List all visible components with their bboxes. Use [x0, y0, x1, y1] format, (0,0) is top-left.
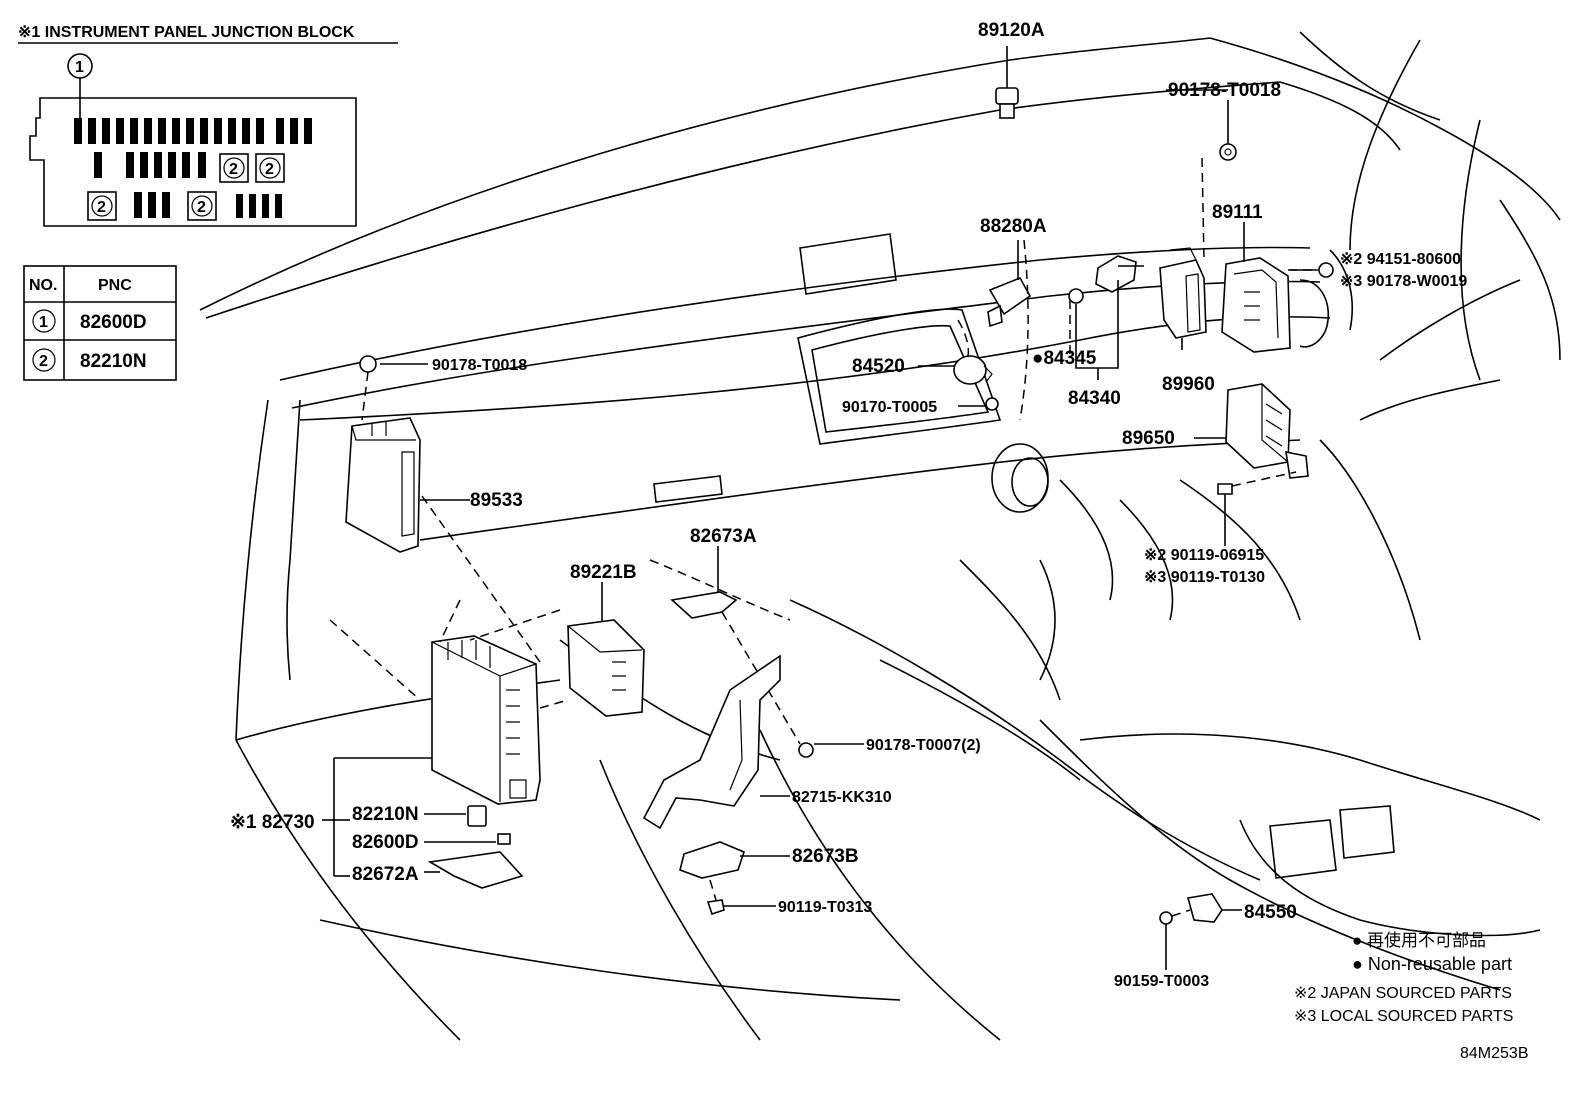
part-82600D-fuse: [497, 833, 511, 845]
pnc-row-2-pnc: 82210N: [80, 351, 147, 372]
label-84520: 84520: [852, 356, 905, 377]
label-89120A: 89120A: [978, 20, 1045, 41]
label-89111: 89111: [1212, 202, 1263, 223]
legend-nonreusable-jp: ● 再使用不可部品: [1352, 930, 1486, 950]
label-89960: 89960: [1162, 374, 1215, 395]
part-90170-T0005-nut: [985, 397, 999, 411]
label-90170-T0005: 90170-T0005: [842, 399, 937, 416]
fuse-slot-2d: [187, 191, 217, 221]
junction-block-inset: ※1 INSTRUMENT PANEL JUNCTION BLOCK 1: [18, 24, 398, 227]
part-88280A-sensor: [987, 240, 1032, 328]
label-90119-T0313: 90119-T0313: [778, 899, 872, 916]
part-89221B-ecu: [567, 582, 645, 717]
pnc-table: NO. PNC 1 82600D 2 82210N: [23, 265, 177, 381]
label-94151-80600: ※2 94151-80600: [1340, 251, 1461, 268]
assembly-lines: [329, 239, 1071, 709]
label-89650: 89650: [1122, 428, 1175, 449]
junction-block-title: ※1 INSTRUMENT PANEL JUNCTION BLOCK: [18, 24, 355, 41]
label-90178-T0018-top: 90178-T0018: [1168, 80, 1281, 101]
part-90178-T0018-top-nut: [1166, 89, 1237, 261]
part-82730-junction-block: [431, 635, 541, 805]
part-89120A-sensor: [995, 46, 1019, 119]
label-88280A: 88280A: [980, 216, 1047, 237]
label-90178-T0018-left: 90178-T0018: [432, 357, 527, 374]
part-82673B-bracket: [679, 841, 745, 916]
pnc-row-1-no: 1: [39, 314, 48, 331]
fuse-row-3: 2 2: [87, 191, 282, 221]
leader-lines: [322, 265, 1318, 911]
pnc-table-header-pnc: PNC: [98, 277, 132, 294]
label-90119-T0130: ※3 90119-T0130: [1144, 569, 1265, 586]
fuse-row-1: [74, 118, 312, 144]
legend-nonreusable-en: ● Non-reusable part: [1352, 954, 1512, 974]
label-90178-W0019: ※3 90178-W0019: [1340, 273, 1467, 290]
pnc-row-2-no: 2: [39, 353, 48, 370]
pnc-row-1-pnc: 82600D: [80, 312, 147, 333]
part-84550-switch: [1159, 893, 1223, 970]
fuse-slot-2a: [219, 153, 249, 183]
label-82672A: 82672A: [352, 864, 419, 885]
legend: ● 再使用不可部品 ● Non-reusable part ※2 JAPAN S…: [1294, 930, 1529, 1062]
fuse-marker-2b: 2: [265, 161, 274, 178]
label-84340: 84340: [1068, 388, 1121, 409]
part-89111-module: [1221, 222, 1334, 353]
fuse-slot-2c: [87, 191, 117, 221]
junction-block-outline: [29, 97, 357, 227]
fuse-marker-2a: 2: [229, 161, 238, 178]
fuse-slot-2b: [255, 153, 285, 183]
label-90119-06915: ※2 90119-06915: [1144, 547, 1264, 564]
legend-local-sourced: ※3 LOCAL SOURCED PARTS: [1294, 1008, 1513, 1025]
label-84345: ●84345: [1032, 348, 1097, 369]
part-89960-sensor: [1159, 247, 1207, 339]
label-82730: ※1 82730: [230, 812, 315, 833]
label-82673B: 82673B: [792, 846, 859, 867]
label-82673A: 82673A: [690, 526, 757, 547]
part-82210N-relay: [467, 805, 487, 827]
label-82210N: 82210N: [352, 804, 419, 825]
part-82672A-cover: [427, 851, 524, 889]
label-90159-T0003: 90159-T0003: [1114, 973, 1209, 990]
part-82715-KK310-bracket: [642, 654, 814, 830]
label-84550: 84550: [1244, 902, 1297, 923]
figure-code: 84M253B: [1460, 1045, 1529, 1062]
label-90178-T0007: 90178-T0007(2): [866, 737, 981, 754]
fuse-marker-2c: 2: [97, 199, 106, 216]
part-89533-ecu: [345, 355, 421, 553]
legend-japan-sourced: ※2 JAPAN SOURCED PARTS: [1294, 985, 1512, 1002]
callout-1-number: 1: [75, 59, 84, 76]
part-labels: 89120A 90178-T0018 89111 88280A ※2 94151…: [230, 20, 1467, 990]
label-82600D: 82600D: [352, 832, 419, 853]
part-89650-ecu: [1217, 383, 1309, 546]
part-84345-switch: [1068, 255, 1137, 304]
label-89221B: 89221B: [570, 562, 637, 583]
label-89533: 89533: [470, 490, 523, 511]
label-82715-KK310: 82715-KK310: [792, 789, 892, 806]
fuse-marker-2d: 2: [197, 199, 206, 216]
part-84520-switch: [953, 355, 993, 385]
pnc-table-header-no: NO.: [29, 277, 57, 294]
fuse-row-2: 2 2: [94, 152, 285, 183]
